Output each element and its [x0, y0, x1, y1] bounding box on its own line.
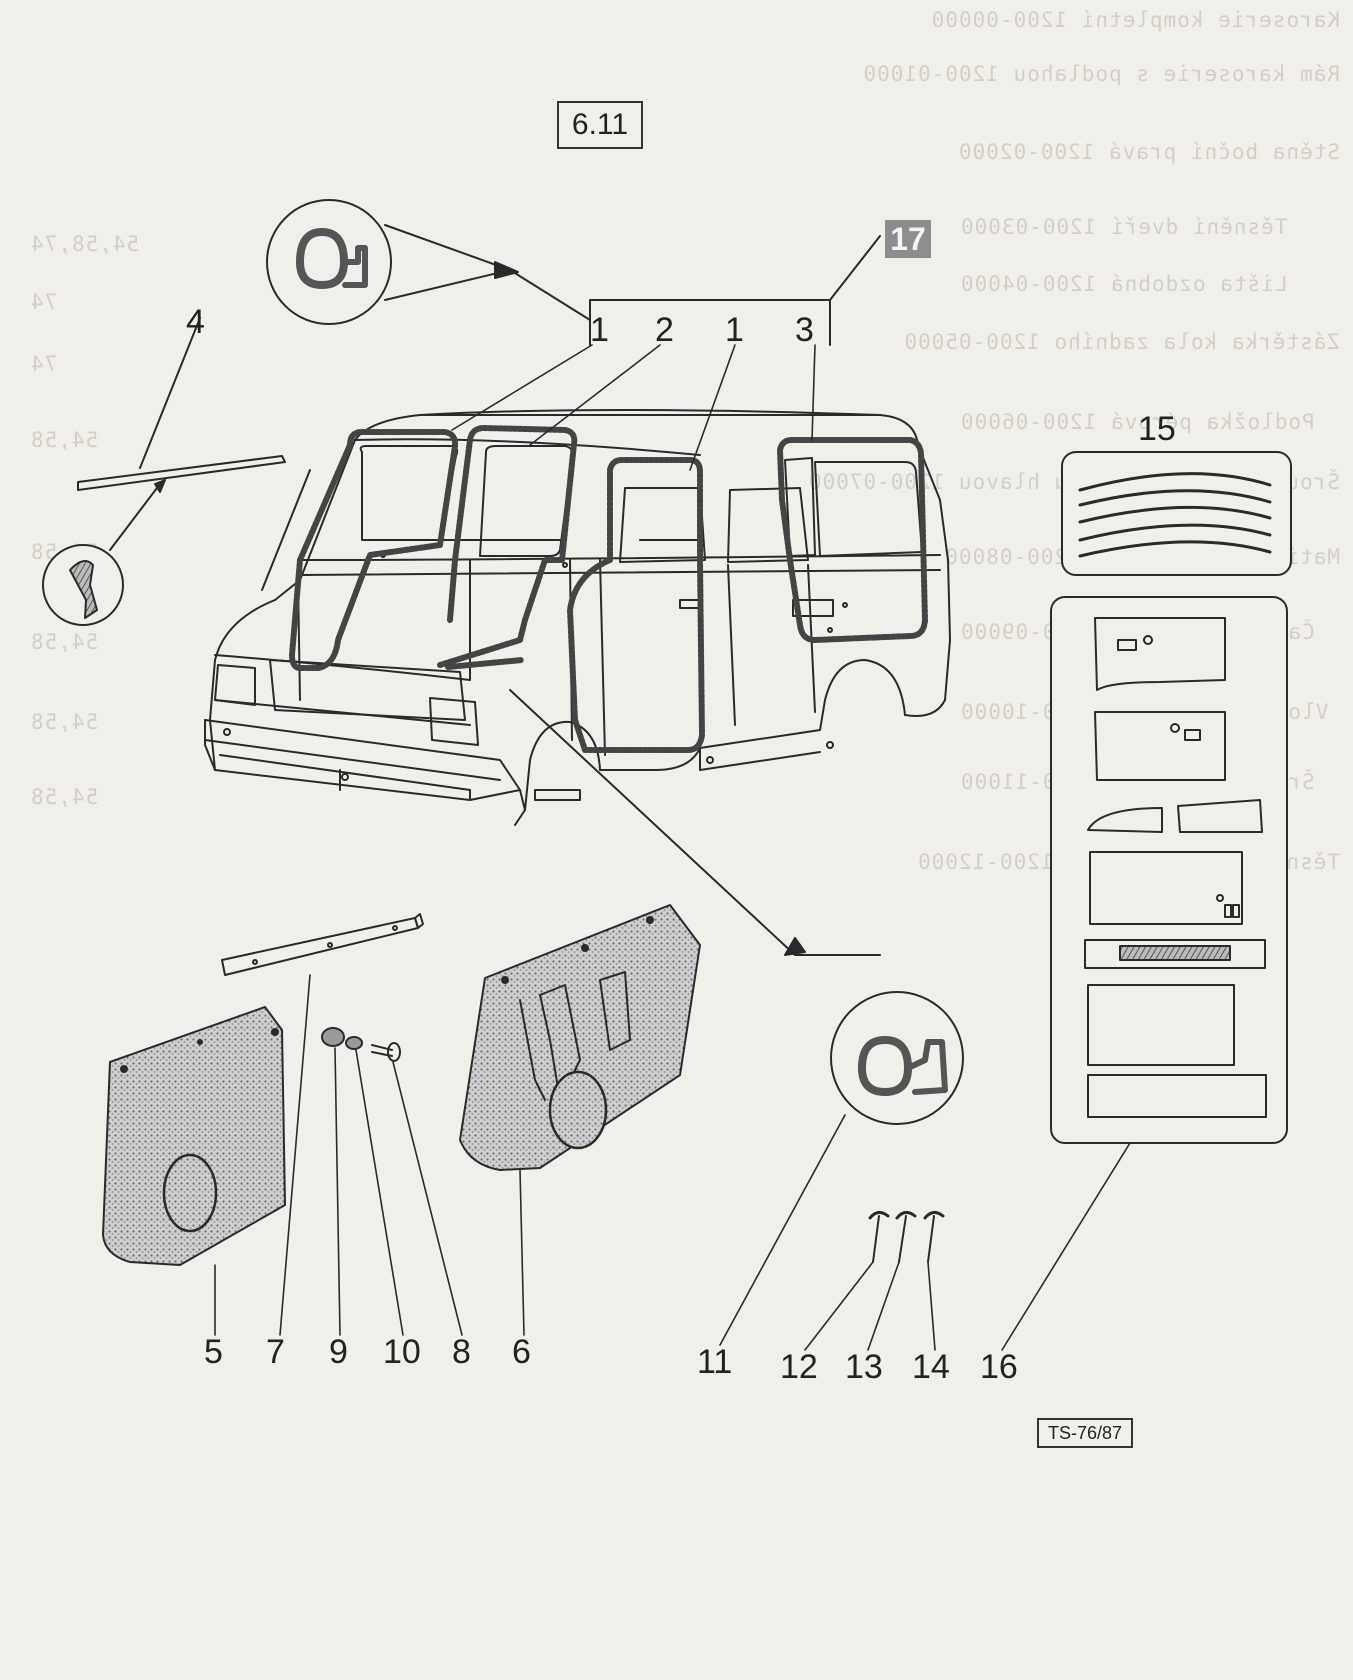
callout-10: 10: [383, 1333, 421, 1371]
callout-13: 13: [845, 1348, 883, 1386]
callout-7: 7: [266, 1333, 285, 1371]
callout-5: 5: [204, 1333, 223, 1371]
drawing-code: TS-76/87: [1037, 1418, 1133, 1448]
callout-14: 14: [912, 1348, 950, 1386]
seal-leaders: [451, 344, 816, 471]
window-strips-panel: [1061, 451, 1292, 576]
callout-11: 11: [697, 1343, 733, 1381]
mudflap-right: [459, 904, 701, 1171]
callout-2: 2: [655, 311, 674, 349]
seal-profile-top: [266, 199, 881, 346]
callout-3: 3: [795, 311, 814, 349]
part-leaders: [214, 974, 1131, 1351]
door-seals: [289, 425, 928, 753]
screws: [868, 1211, 945, 1263]
figure-badge: 17: [885, 220, 931, 258]
section-number-box: 6.11: [557, 101, 643, 149]
fasteners-small: [321, 1027, 401, 1062]
trim-strip: [42, 317, 286, 626]
callout-12: 12: [780, 1348, 818, 1386]
trim-panels-group: [1050, 596, 1288, 1144]
callout-9: 9: [329, 1333, 348, 1371]
mudflap-left: [102, 1006, 286, 1266]
callout-15: 15: [1138, 410, 1176, 448]
mounting-strip: [221, 913, 424, 976]
callout-6: 6: [512, 1333, 531, 1371]
callout-8: 8: [452, 1333, 471, 1371]
callout-1a: 1: [590, 311, 609, 349]
callout-1b: 1: [725, 311, 744, 349]
seal-profile-bottom: [509, 689, 964, 1125]
callout-4: 4: [186, 303, 205, 341]
van-body: [204, 409, 951, 826]
callout-16: 16: [980, 1348, 1018, 1386]
